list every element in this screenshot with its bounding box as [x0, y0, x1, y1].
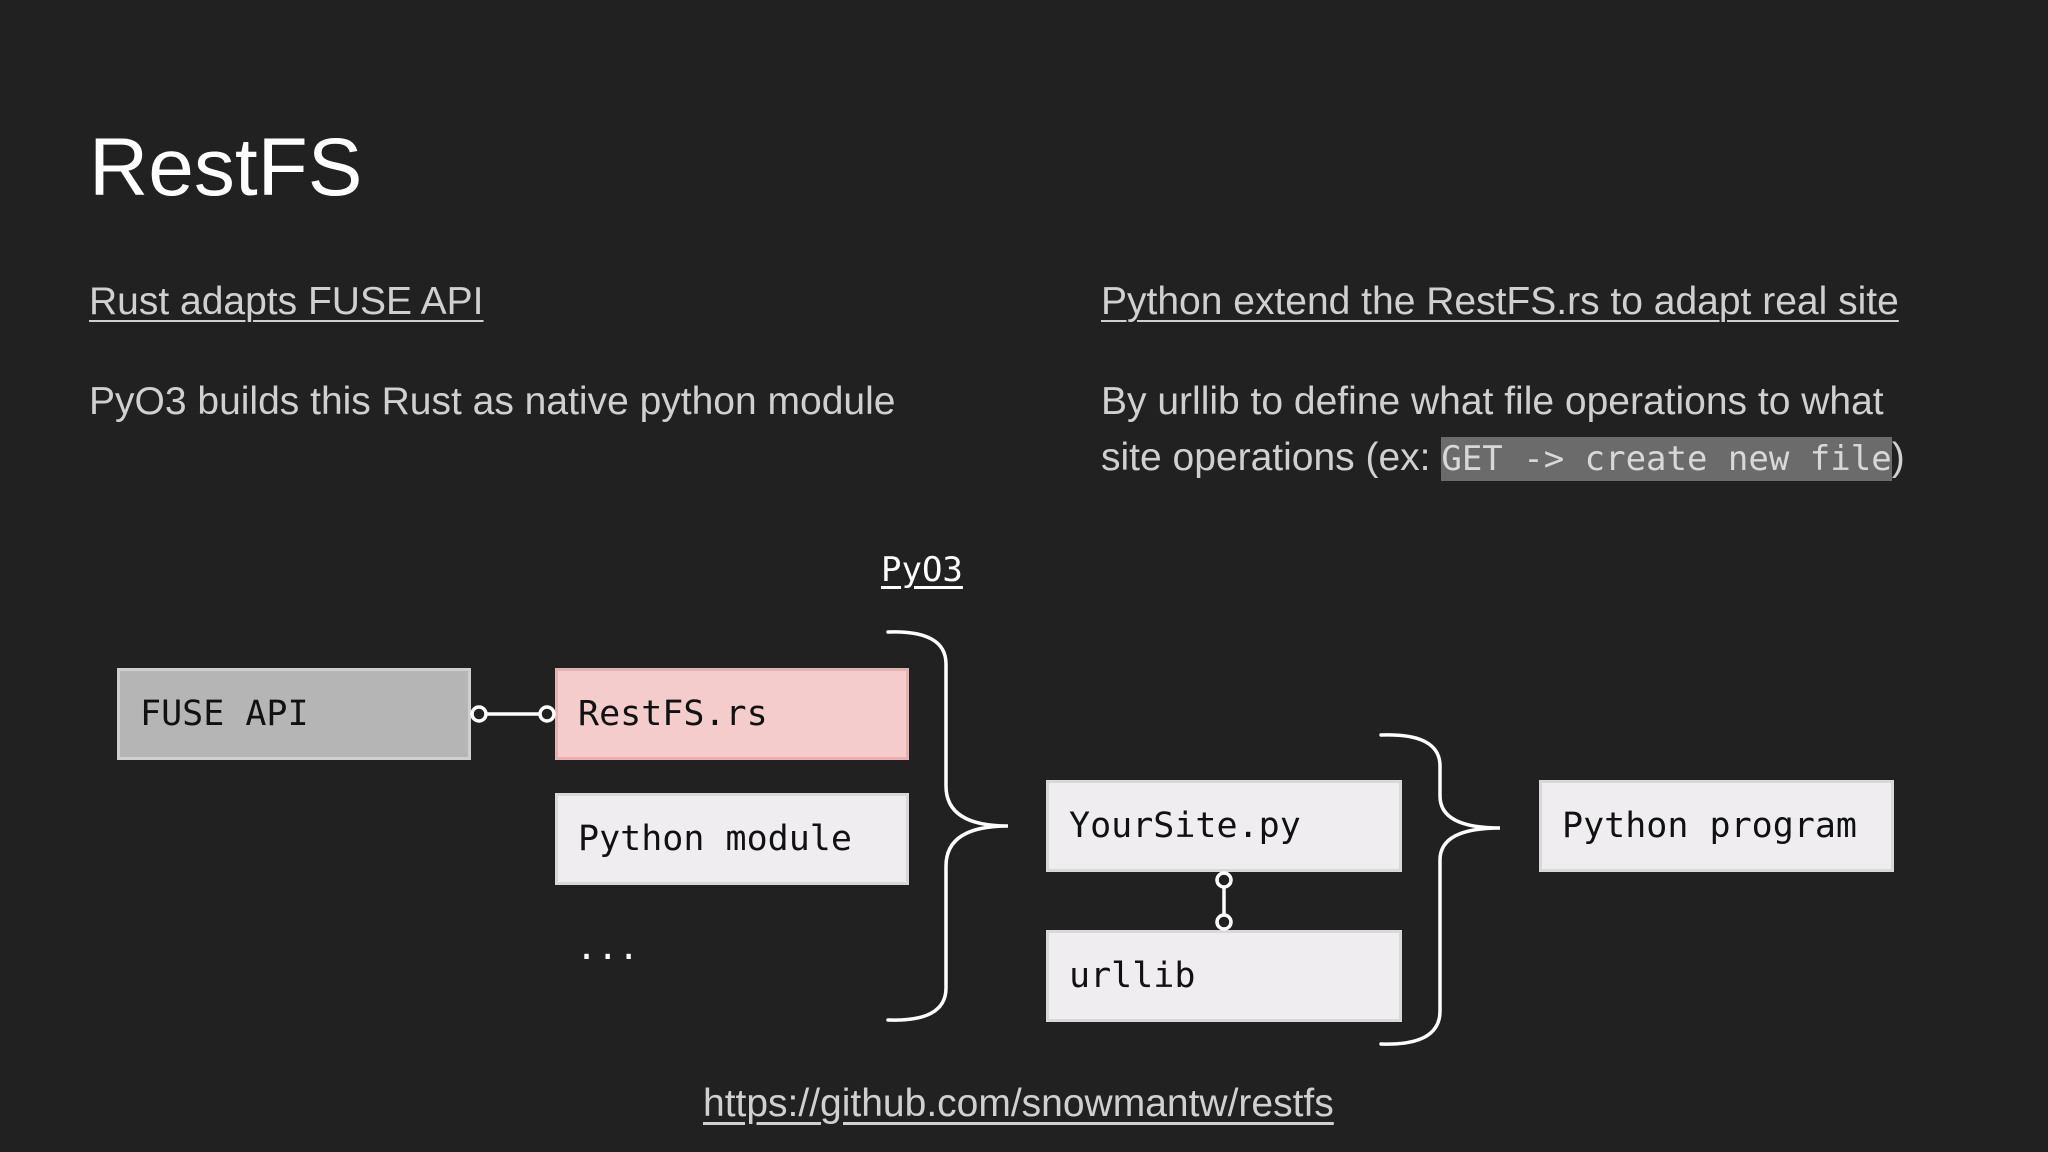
code-example: GET -> create new file [1441, 437, 1892, 481]
yoursite-py-box: YourSite.py [1046, 780, 1402, 872]
yoursite-urllib-connector [1215, 871, 1233, 931]
left-heading: Rust adapts FUSE API [89, 280, 484, 323]
python-module-label: Python module [578, 819, 852, 859]
python-brace [1379, 733, 1501, 1046]
pyo3-label: PyO3 [881, 550, 963, 590]
python-program-label: Python program [1562, 806, 1858, 846]
ellipsis: ... [576, 928, 640, 968]
right-body-prefix: site operations (ex: [1101, 436, 1442, 479]
left-body: PyO3 builds this Rust as native python m… [89, 380, 896, 423]
urllib-label: urllib [1069, 956, 1196, 996]
right-body-suffix: ) [1891, 436, 1905, 479]
restfs-rs-label: RestFS.rs [578, 694, 768, 734]
slide-title: RestFS [89, 122, 363, 213]
yoursite-py-label: YourSite.py [1069, 806, 1301, 846]
restfs-rs-box: RestFS.rs [555, 668, 909, 760]
pyo3-brace [886, 630, 1009, 1022]
github-link[interactable]: https://github.com/snowmantw/restfs [703, 1082, 1334, 1125]
python-program-box: Python program [1539, 780, 1894, 872]
python-module-box: Python module [555, 793, 909, 885]
fuse-api-box: FUSE API [117, 668, 471, 760]
urllib-box: urllib [1046, 930, 1402, 1022]
right-body-line2: site operations (ex: GET -> create new f… [1101, 430, 1905, 487]
fuse-api-label: FUSE API [140, 694, 309, 734]
right-heading: Python extend the RestFS.rs to adapt rea… [1101, 280, 1899, 323]
right-body-line1: By urllib to define what file operations… [1101, 380, 1884, 423]
fuse-restfs-connector [470, 705, 556, 723]
